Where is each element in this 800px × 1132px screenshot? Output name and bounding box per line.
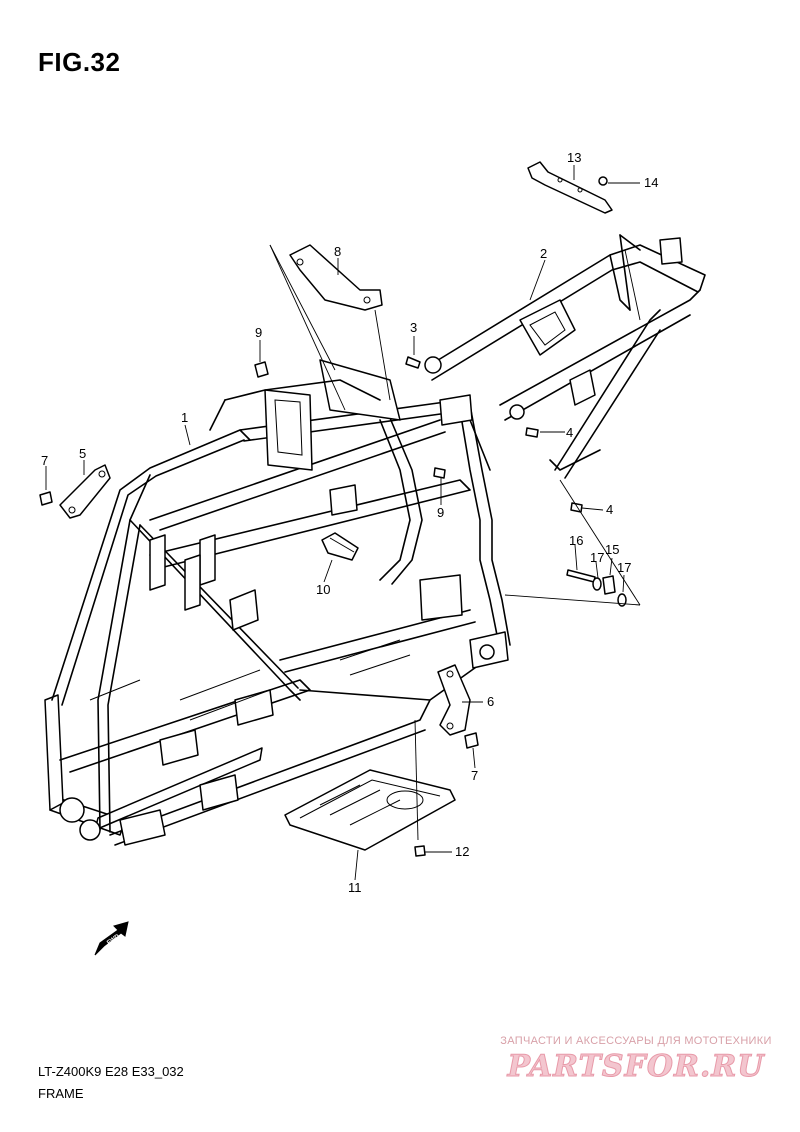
callout-7b: 7 <box>471 768 478 783</box>
callout-3: 3 <box>410 320 417 335</box>
callout-10: 10 <box>316 582 330 597</box>
bracket-13-drawing <box>527 161 613 214</box>
watermark-logo: PARTSFOR.RU <box>507 1049 765 1085</box>
rear-frame-drawing <box>424 234 706 479</box>
callout-4b: 4 <box>606 502 613 517</box>
figure-title: FIG.32 <box>38 47 121 77</box>
callout-14: 14 <box>644 175 658 190</box>
fwd-arrow-icon: FWD <box>94 921 129 956</box>
watermark-tagline: ЗАПЧАСТИ И АКСЕССУАРЫ ДЛЯ МОТОТЕХНИКИ <box>500 1035 772 1047</box>
callout-11: 11 <box>348 880 362 895</box>
callout-12: 12 <box>455 844 469 859</box>
bolts-drawing <box>39 356 627 857</box>
callout-7a: 7 <box>41 453 48 468</box>
figure-code: LT-Z400K9 E28 E33_032 <box>38 1064 184 1079</box>
callout-2: 2 <box>540 246 547 261</box>
callout-9b: 9 <box>437 505 444 520</box>
callout-16: 16 <box>569 533 583 548</box>
watermark: ЗАПЧАСТИ И АКСЕССУАРЫ ДЛЯ МОТОТЕХНИКИ PA… <box>480 1035 792 1085</box>
callout-8: 8 <box>334 244 341 259</box>
bumper-10-drawing <box>321 532 359 561</box>
callout-15: 15 <box>605 542 619 557</box>
callout-5: 5 <box>79 446 86 461</box>
callout-13: 13 <box>567 150 581 165</box>
callout-9a: 9 <box>255 325 262 340</box>
plates-drawing <box>59 464 471 736</box>
bracket-8-drawing <box>289 244 383 311</box>
figure-name: FRAME <box>38 1086 84 1101</box>
callouts: 1 2 3 4 4 5 6 7 7 8 9 9 10 11 12 13 14 1… <box>41 150 658 895</box>
callout-1: 1 <box>181 410 188 425</box>
leader-lines <box>45 165 641 881</box>
callout-17b: 17 <box>617 560 631 575</box>
fwd-label: FWD <box>106 933 121 946</box>
main-frame-drawing <box>44 359 511 846</box>
skid-plate-11-drawing <box>284 769 456 851</box>
callout-6: 6 <box>487 694 494 709</box>
callout-4a: 4 <box>566 425 573 440</box>
callout-17a: 17 <box>590 550 604 565</box>
